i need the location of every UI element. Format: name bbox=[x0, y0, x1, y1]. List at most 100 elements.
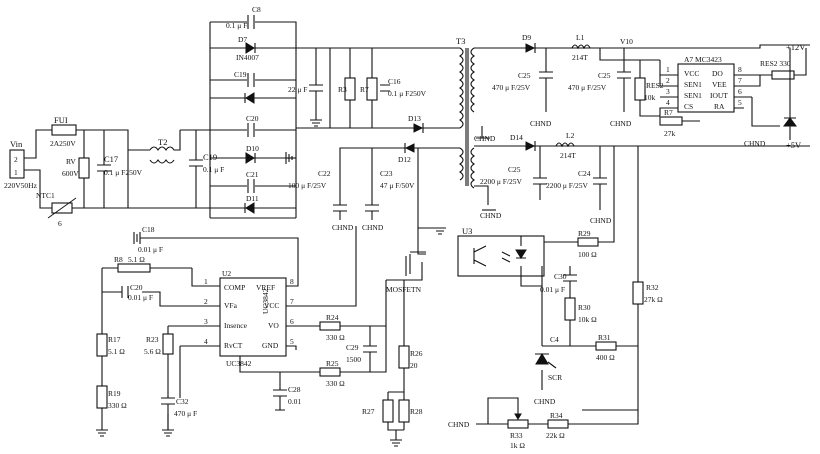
u2-pin-isense: Insence bbox=[224, 321, 248, 330]
capacitor-c20b: C20 0.01 μ F bbox=[121, 283, 153, 302]
resistor-res2b: RES2 330 bbox=[760, 48, 807, 80]
r30-value: 10k Ω bbox=[578, 315, 597, 324]
c30-label: C30 bbox=[554, 272, 567, 281]
inductor-l2: L2 214T bbox=[555, 131, 576, 160]
a7-pin-ra: RA bbox=[714, 102, 725, 111]
l1-label: L1 bbox=[576, 33, 585, 42]
scr-thyristor: C4 SCR CHND bbox=[534, 335, 562, 406]
inductor-l1: L1 214T bbox=[571, 33, 591, 62]
mosfet-n: MOSFETN bbox=[385, 228, 426, 326]
c17-value: 0.1 μ F250V bbox=[104, 168, 143, 177]
c24-value: 2200 μ F/25V bbox=[546, 181, 589, 190]
c28-value: 0.01 bbox=[288, 397, 301, 406]
c16-label: C16 bbox=[388, 77, 401, 86]
resistor-r27: R27 bbox=[362, 391, 405, 431]
transformer-t3: T3 bbox=[456, 36, 475, 189]
capacitor-c25a: C25 470 μ F/25V CHND bbox=[492, 48, 553, 128]
a7-num-3: 3 bbox=[666, 87, 670, 96]
ic-a7-mc3423: A7 MC3423 VCC DO SEN1 VEE SEN1 IOUT CS R… bbox=[666, 55, 742, 113]
r24-value: 330 Ω bbox=[326, 333, 345, 342]
u3-label: U3 bbox=[462, 226, 472, 236]
u2-pin-rvct: RvCT bbox=[224, 341, 243, 350]
resistor-r26: R26 20 bbox=[398, 280, 423, 392]
resistor-r7: R7 bbox=[360, 77, 378, 101]
pin1-label: 1 bbox=[14, 168, 18, 177]
a7-num-2: 2 bbox=[666, 76, 670, 85]
c18-value: 0.01 μ F bbox=[138, 245, 163, 254]
ntc-value: 6 bbox=[58, 219, 62, 228]
a7-pin-iout: IOUT bbox=[710, 91, 728, 100]
capacitor-c20: C20 bbox=[246, 114, 259, 138]
c8-value: 0.1 μ F bbox=[226, 21, 247, 30]
r32-value: 27k Ω bbox=[644, 295, 663, 304]
res2b-label: RES2 330 bbox=[760, 59, 791, 68]
rv-label: RV bbox=[66, 157, 76, 166]
diode-d13: D13 bbox=[408, 114, 424, 133]
ntc-thermistor: NTC1 6 bbox=[36, 191, 77, 228]
t2-label: T2 bbox=[158, 137, 167, 147]
u2-pin-vcc: VCC bbox=[264, 301, 279, 310]
u2-pin-gnd: GND bbox=[262, 341, 279, 350]
r33-value: 1k Ω bbox=[510, 441, 525, 450]
ic-u2-uc3842: U2 UC3842 UC3842 COMP VREF VFa VCC Insen… bbox=[204, 269, 294, 368]
resistor-r19: R19 330 Ω bbox=[96, 385, 127, 437]
capacitor-c16: C16 0.1 μ F250V bbox=[380, 77, 427, 98]
capacitor-c21: C21 bbox=[246, 170, 259, 194]
a7-num-5: 5 bbox=[738, 98, 742, 107]
r7-label: R7 bbox=[360, 85, 369, 94]
output-5v-label: +5V bbox=[786, 140, 802, 150]
l2-label: L2 bbox=[566, 131, 575, 140]
diode-d7: D7 IN4007 bbox=[236, 35, 259, 62]
r31-label: R31 bbox=[598, 333, 611, 342]
r17-value: 5.1 Ω bbox=[108, 347, 125, 356]
capacitor-c19: C19 0.1 μ F bbox=[189, 130, 224, 208]
capacitor-c23: C23 47 μ F/50V CHND bbox=[362, 169, 415, 232]
r27-label: R27 bbox=[362, 407, 375, 416]
r26-value: 20 bbox=[410, 361, 418, 370]
capacitor-c18: C18 0.01 μ F bbox=[133, 225, 163, 254]
output-5v-wires bbox=[474, 145, 810, 205]
r34-value: 22k Ω bbox=[546, 431, 565, 440]
resistor-r32: R32 27k Ω bbox=[632, 281, 663, 305]
resistor-r3: R3 bbox=[338, 77, 356, 101]
resistor-r17: R17 5.1 Ω bbox=[96, 333, 125, 357]
r3-label: R3 bbox=[338, 85, 347, 94]
c17-label: C17 bbox=[104, 154, 118, 164]
capacitor-22uf: 22 μ F bbox=[288, 48, 323, 127]
d14-label: D14 bbox=[510, 133, 523, 142]
r19-label: R19 bbox=[108, 389, 121, 398]
c22-value: 100 μ F/25V bbox=[288, 181, 327, 190]
capacitor-c8: C8 0.1 μ F bbox=[226, 5, 261, 30]
rv-value: 600V bbox=[62, 169, 79, 178]
d7-value: IN4007 bbox=[236, 53, 259, 62]
u2-num-7: 7 bbox=[290, 297, 294, 306]
u2-part: UC3842 bbox=[226, 359, 252, 368]
r7b-label: R7 bbox=[664, 108, 673, 117]
u2-left-network bbox=[101, 267, 200, 430]
a7-pin-vee: VEE bbox=[712, 80, 727, 89]
c23-gnd: CHND bbox=[362, 223, 384, 232]
r8-value: 5.1 Ω bbox=[128, 255, 145, 264]
input-wires bbox=[24, 129, 180, 209]
c20b-label: C20 bbox=[130, 283, 143, 292]
u2-num-6: 6 bbox=[290, 317, 294, 326]
l2-value: 214T bbox=[560, 151, 576, 160]
c8-label: C8 bbox=[252, 5, 261, 14]
a7-ref: A7 MC3423 bbox=[684, 55, 722, 64]
c24-label: C24 bbox=[578, 169, 591, 178]
r34-label: R34 bbox=[550, 411, 563, 420]
a7-pin-wires bbox=[659, 60, 772, 116]
r7b-value: 27k bbox=[664, 129, 676, 138]
output-12v-wires bbox=[474, 44, 810, 61]
r33-gnd: CHND bbox=[448, 420, 470, 429]
capacitor-c25c: C25 2200 μ F/25V bbox=[480, 146, 547, 200]
c19-value: 0.1 μ F bbox=[203, 165, 224, 174]
capacitor-c17: C17 0.1 μ F250V bbox=[97, 130, 143, 208]
capacitor-c19b: C19 bbox=[234, 70, 255, 88]
diode-d12: D12 bbox=[398, 143, 415, 164]
a7-pin-sen1b: SEN1 bbox=[684, 91, 702, 100]
resistor-res2: RES2 10k bbox=[634, 60, 664, 117]
r31-value: 400 Ω bbox=[596, 353, 615, 362]
gnd-5v: CHND bbox=[480, 211, 502, 220]
r33-label: R33 bbox=[510, 431, 523, 440]
